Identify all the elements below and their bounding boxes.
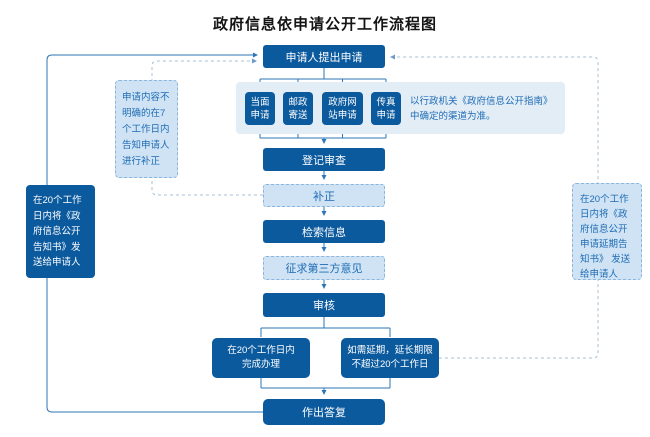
node-extension-limit: 如需延期，延长期限 不超过20个工作日 [341, 338, 439, 378]
node-third-party-opinion: 征求第三方意见 [263, 256, 385, 280]
annotation-correction-notice: 申请内容不明确的在7个工作日内告知申请人进行补正 [115, 80, 178, 178]
node-channel-gov-website: 政府网 站申请 [322, 92, 363, 125]
annotation-extension-notice: 在20个工作日内将《政府信息公开申请延期告知书》 发送给申请人 [572, 183, 642, 280]
node-submit-application: 申请人提出申请 [263, 45, 385, 68]
node-channel-postal-mail: 邮政 寄送 [283, 92, 313, 125]
node-channel-in-person: 当面 申请 [245, 92, 275, 125]
page-title: 政府信息依申请公开工作流程图 [212, 16, 437, 33]
node-search-information: 检索信息 [263, 220, 385, 243]
annotation-disclosure-notice: 在20个工作日内将《政府信息公开告知书》发送给申请人 [26, 185, 95, 278]
node-complete-within-20-days: 在20个工作日内 完成办理 [212, 338, 310, 378]
node-supplement-correction: 补正 [263, 184, 385, 207]
channel-note-text: 以行政机关《政府信息公开指南》 中确定的渠道为准。 [410, 96, 553, 122]
node-review: 审核 [263, 293, 385, 317]
node-channel-fax: 传真 申请 [371, 92, 401, 125]
node-register-review: 登记审查 [263, 148, 385, 171]
node-make-reply: 作出答复 [263, 399, 385, 425]
